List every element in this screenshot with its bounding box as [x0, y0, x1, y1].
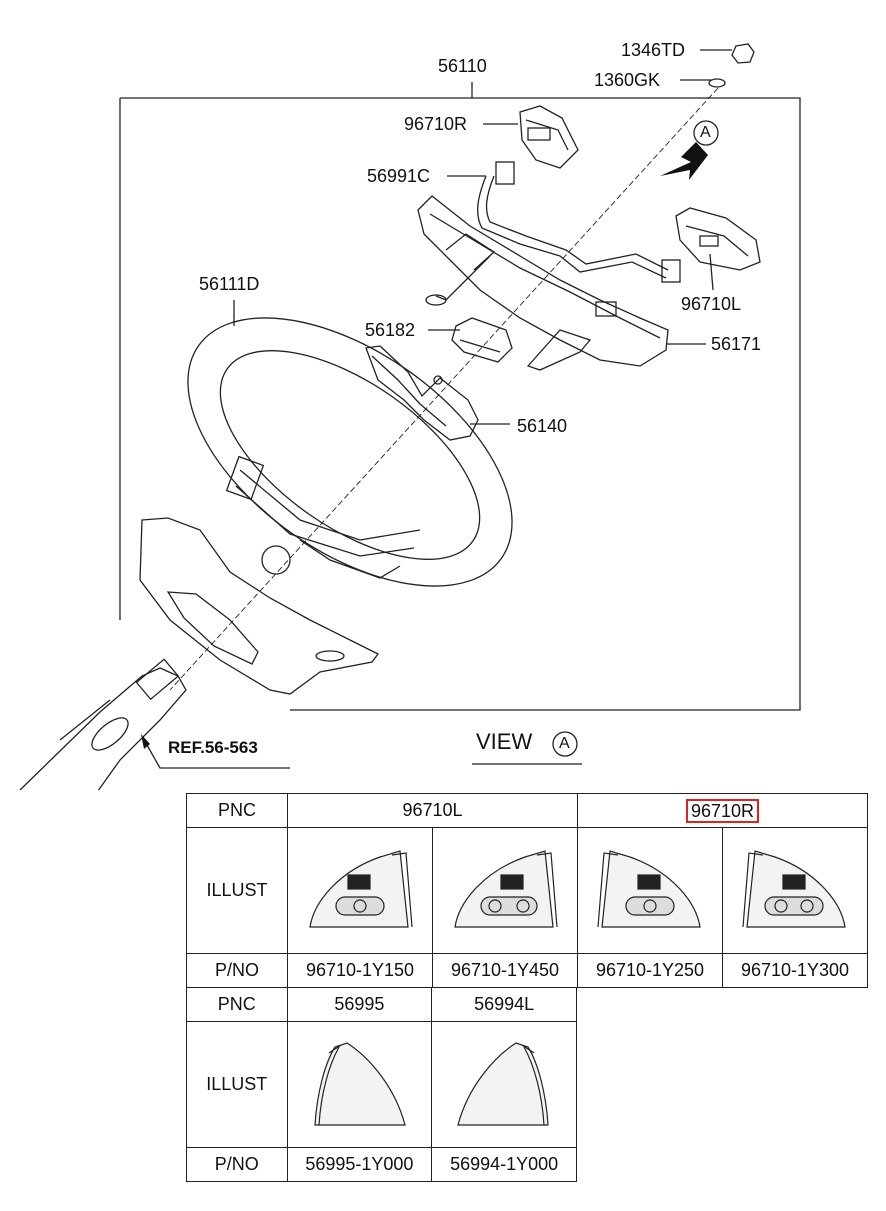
pnc-header: PNC — [186, 793, 288, 828]
module-56182-part — [451, 317, 513, 363]
pnc-96710r: 96710R — [577, 793, 868, 828]
switch-96710l-part — [675, 207, 761, 271]
steering-wheel-exploded-diagram — [19, 43, 801, 790]
illust-header: ILLUST — [186, 827, 288, 954]
callout-1346td: 1346TD — [621, 40, 686, 60]
view-a-marker-circle — [693, 120, 719, 146]
ref-arrow-icon — [141, 734, 150, 749]
bolt-1360gk-icon — [708, 78, 726, 88]
pnc-56994l: 56994L — [431, 987, 577, 1022]
pno-56995-1y000: 56995-1Y000 — [286, 1147, 433, 1182]
pnc-header-2: PNC — [186, 987, 288, 1022]
callout-1360gk: 1360GK — [594, 70, 661, 90]
callout-56182: 56182 — [365, 320, 416, 340]
assembly-frame — [120, 97, 801, 711]
illust-96710-1y450 — [432, 827, 578, 954]
callout-56991c: 56991C — [367, 166, 431, 186]
view-a-arrow-icon — [660, 142, 708, 180]
callout-56110: 56110 — [438, 56, 487, 76]
callout-96710l: 96710L — [681, 294, 742, 314]
cover-left-icon — [457, 1041, 549, 1126]
pno-header-2: P/NO — [186, 1147, 288, 1182]
ref-label: REF.56-563 — [168, 738, 258, 757]
cover-parts-table: PNC 56995 56994L ILLUST P/NO 56995-1Y000… — [186, 987, 577, 1182]
callout-56111d: 56111D — [199, 274, 260, 294]
illust-header-2: ILLUST — [186, 1021, 288, 1148]
illust-96710-1y150 — [287, 827, 433, 954]
switch-left-double-icon — [454, 849, 558, 928]
pno-96710-1y150: 96710-1Y150 — [287, 953, 433, 988]
steering-column-ref — [19, 658, 187, 790]
switch-right-single-icon — [597, 849, 701, 928]
pno-96710-1y250: 96710-1Y250 — [577, 953, 723, 988]
illust-96710-1y300 — [722, 827, 868, 954]
bracket-56171-part — [417, 195, 669, 371]
view-circle — [552, 731, 578, 757]
switch-parts-table: PNC 96710L 96710R ILLUST — [186, 793, 868, 988]
pnc-96710l: 96710L — [287, 793, 578, 828]
switch-96710r-part — [519, 105, 579, 169]
switch-right-double-icon — [742, 849, 846, 928]
view-label: VIEW — [476, 729, 533, 754]
view-a-marker-letter: A — [700, 124, 711, 141]
switch-left-single-icon — [309, 849, 413, 928]
callout-56171: 56171 — [711, 334, 762, 354]
damper-56140-part — [365, 345, 479, 441]
callout-56140: 56140 — [517, 416, 568, 436]
pnc-56995: 56995 — [286, 987, 433, 1022]
illust-56994-1y000 — [431, 1021, 577, 1148]
pnc-96710r-highlight: 96710R — [685, 798, 760, 823]
pno-header: P/NO — [186, 953, 288, 988]
steering-wheel-56111d-part — [187, 317, 513, 587]
view-circle-letter: A — [559, 735, 570, 752]
illust-56995-1y000 — [286, 1021, 433, 1148]
pno-96710-1y450: 96710-1Y450 — [432, 953, 578, 988]
pno-56994-1y000: 56994-1Y000 — [431, 1147, 577, 1182]
nut-1346td-icon — [731, 43, 755, 64]
pno-96710-1y300: 96710-1Y300 — [722, 953, 868, 988]
harness-56991c-part — [476, 161, 681, 283]
lower-cover-part — [139, 517, 379, 695]
cover-right-icon — [314, 1041, 407, 1126]
callout-96710r: 96710R — [404, 114, 468, 134]
illust-96710-1y250 — [577, 827, 723, 954]
